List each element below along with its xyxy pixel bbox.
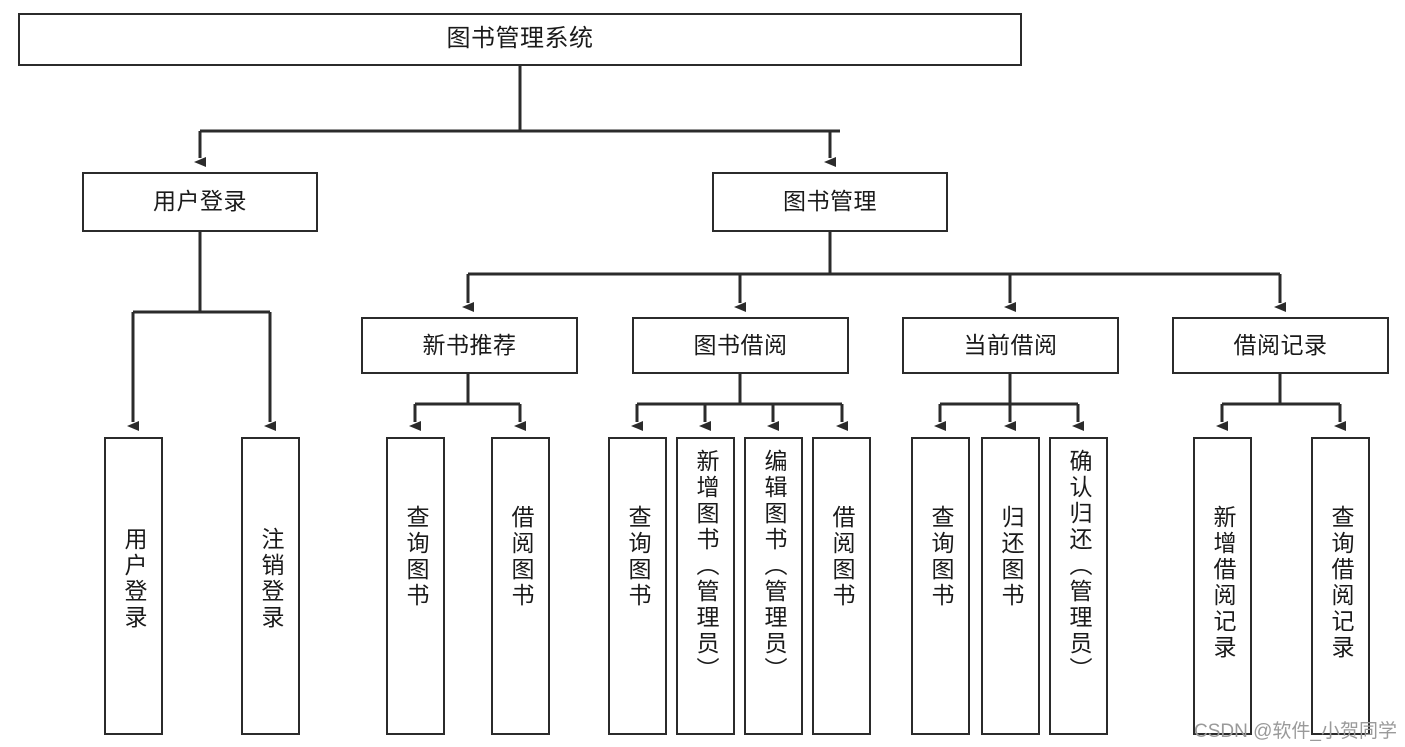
node-leaf-confirm-return-admin[interactable]: 确认归还（管理员）: [1049, 437, 1108, 735]
node-borrow-record-label: 借阅记录: [1233, 331, 1328, 358]
node-leaf-confirm-return-admin-label: 确认归还（管理员）: [1066, 449, 1092, 683]
node-leaf-add-book-admin-label: 新增图书（管理员）: [693, 449, 719, 683]
node-book-borrow-label: 图书借阅: [693, 331, 788, 358]
node-leaf-borrow-book-label: 借阅图书: [829, 505, 855, 609]
node-leaf-add-borrow-record[interactable]: 新增借阅记录: [1193, 437, 1252, 735]
node-leaf-borrow-book-recommend-label: 借阅图书: [508, 505, 534, 609]
node-leaf-return-book-label: 归还图书: [998, 505, 1024, 609]
node-user-login[interactable]: 用户登录: [82, 172, 318, 232]
node-new-book-recommend[interactable]: 新书推荐: [361, 317, 578, 374]
node-book-management[interactable]: 图书管理: [712, 172, 948, 232]
node-leaf-edit-book-admin-label: 编辑图书（管理员）: [761, 449, 787, 683]
node-leaf-query-book-recommend[interactable]: 查询图书: [386, 437, 445, 735]
node-leaf-user-login-label: 用户登录: [121, 527, 147, 631]
node-leaf-query-book-recommend-label: 查询图书: [403, 505, 429, 609]
node-leaf-query-book-current-label: 查询图书: [928, 505, 954, 609]
node-leaf-query-borrow-record[interactable]: 查询借阅记录: [1311, 437, 1370, 735]
node-leaf-query-borrow-record-label: 查询借阅记录: [1328, 505, 1354, 661]
node-borrow-record[interactable]: 借阅记录: [1172, 317, 1389, 374]
node-root-book-management-system[interactable]: 图书管理系统: [18, 13, 1022, 66]
node-current-borrow[interactable]: 当前借阅: [902, 317, 1119, 374]
node-leaf-query-book-borrow-label: 查询图书: [625, 505, 651, 609]
node-book-borrow[interactable]: 图书借阅: [632, 317, 849, 374]
node-root-label: 图书管理系统: [446, 25, 594, 53]
node-user-login-label: 用户登录: [153, 188, 247, 215]
node-new-book-recommend-label: 新书推荐: [422, 331, 517, 358]
node-leaf-query-book-borrow[interactable]: 查询图书: [608, 437, 667, 735]
node-leaf-user-login[interactable]: 用户登录: [104, 437, 163, 735]
node-leaf-add-book-admin[interactable]: 新增图书（管理员）: [676, 437, 735, 735]
node-leaf-logout-label: 注销登录: [258, 527, 284, 631]
csdn-watermark: CSDN @软件_小贺同学: [1194, 721, 1397, 742]
node-book-management-label: 图书管理: [783, 188, 877, 215]
node-leaf-edit-book-admin[interactable]: 编辑图书（管理员）: [744, 437, 803, 735]
node-leaf-return-book[interactable]: 归还图书: [981, 437, 1040, 735]
node-leaf-add-borrow-record-label: 新增借阅记录: [1210, 505, 1236, 661]
node-leaf-logout[interactable]: 注销登录: [241, 437, 300, 735]
node-leaf-borrow-book[interactable]: 借阅图书: [812, 437, 871, 735]
node-leaf-borrow-book-recommend[interactable]: 借阅图书: [491, 437, 550, 735]
node-current-borrow-label: 当前借阅: [963, 331, 1058, 358]
node-leaf-query-book-current[interactable]: 查询图书: [911, 437, 970, 735]
